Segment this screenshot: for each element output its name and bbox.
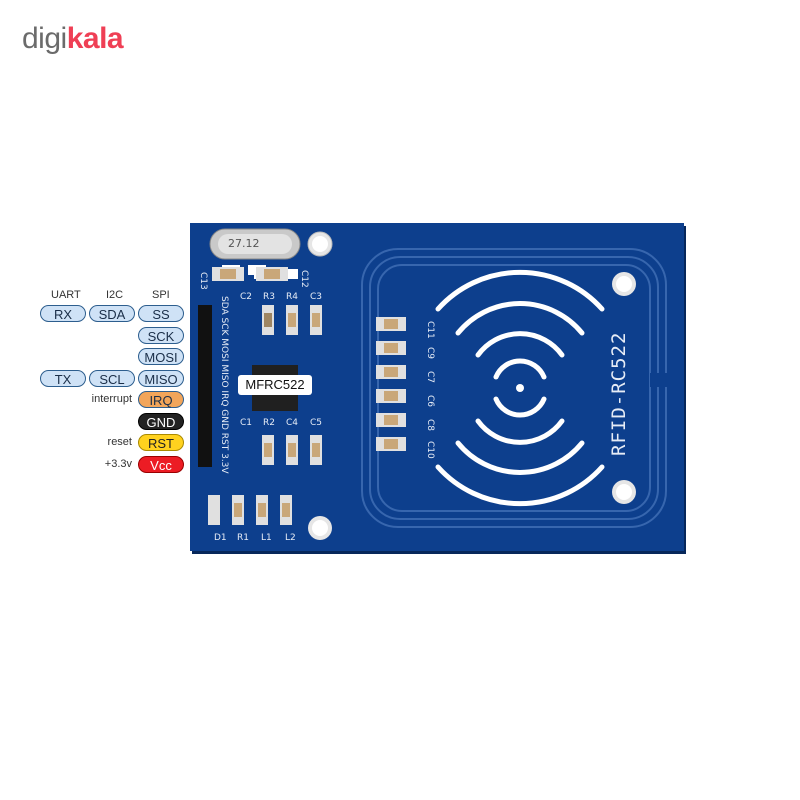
cap-label-c10: C10	[425, 441, 435, 459]
header-uart: UART	[51, 289, 81, 301]
mount-holes	[307, 231, 636, 540]
cap-label-c7: C7	[425, 371, 435, 384]
pin-rst: RST	[138, 434, 184, 451]
res-label-r3: R3	[263, 292, 275, 302]
part-label-l2: L2	[285, 533, 296, 543]
pin-side-label: reset	[107, 436, 132, 448]
smd-components	[208, 305, 322, 525]
pin-i2c-sda: SDA	[89, 305, 135, 322]
model-label: RFID-RC522	[608, 318, 638, 468]
cap-label-c8: C8	[425, 419, 435, 432]
cap-label-c2: C2	[240, 292, 253, 302]
pin-mosi: MOSI	[138, 348, 184, 365]
cap-label-c12: C12	[299, 270, 309, 288]
part-label-l1: L1	[261, 533, 272, 543]
part-label-d1: D1	[214, 533, 227, 543]
pin-uart-tx: TX	[40, 369, 86, 387]
rf-waves	[435, 269, 605, 507]
part-label-r1: R1	[237, 533, 249, 543]
pin-side-label: +3.3v	[104, 457, 132, 470]
header-i2c: I2C	[106, 289, 124, 301]
cap-label-c4: C4	[286, 418, 299, 428]
pin-sck: SCK	[138, 326, 184, 344]
cap-label-c5: C5	[310, 418, 323, 428]
capacitor-column	[376, 317, 406, 451]
rfid-board: RFID-RC522	[190, 223, 684, 551]
header-pin-labels: SDA SCK MOSI MISO IRQ GND RST 3.3V	[219, 296, 231, 474]
antenna-loops	[361, 248, 667, 528]
pin-uart-rx: RX	[40, 305, 86, 322]
logo-part-kala: kala	[66, 22, 124, 55]
logo-part-digi: digi	[22, 22, 67, 55]
chip-label: MFRC522	[238, 375, 312, 395]
model-text: RFID-RC522	[608, 331, 630, 456]
pin-irq: IRQ	[138, 391, 184, 408]
cap-label-c6: C6	[425, 395, 435, 408]
pin-side-label: interrupt	[91, 393, 132, 405]
pin-vcc: Vcc	[138, 455, 184, 473]
cap-label-c11: C11	[425, 321, 435, 339]
crystal-label: 27.12	[228, 237, 260, 250]
cap-label-c9: C9	[425, 347, 435, 360]
res-label-r2: R2	[263, 418, 275, 428]
cap-label-c3: C3	[310, 292, 323, 302]
crystal-caps	[212, 267, 288, 281]
header-spi: SPI	[152, 289, 170, 301]
wave-center	[516, 384, 524, 392]
res-label-r4: R4	[286, 292, 298, 302]
pin-i2c-scl: SCL	[89, 369, 135, 387]
cap-label-c13: C13	[198, 272, 208, 290]
pin-miso: MISO	[138, 369, 184, 387]
pin-gnd: GND	[138, 412, 184, 430]
pin-ss: SS	[138, 305, 184, 322]
crystal	[209, 228, 301, 260]
header-pins	[198, 305, 212, 467]
header-pin-label-text: SDA SCK MOSI MISO IRQ GND RST 3.3V	[219, 296, 229, 474]
digikala-logo: digikala	[22, 22, 124, 56]
cap-label-c1: C1	[240, 418, 253, 428]
